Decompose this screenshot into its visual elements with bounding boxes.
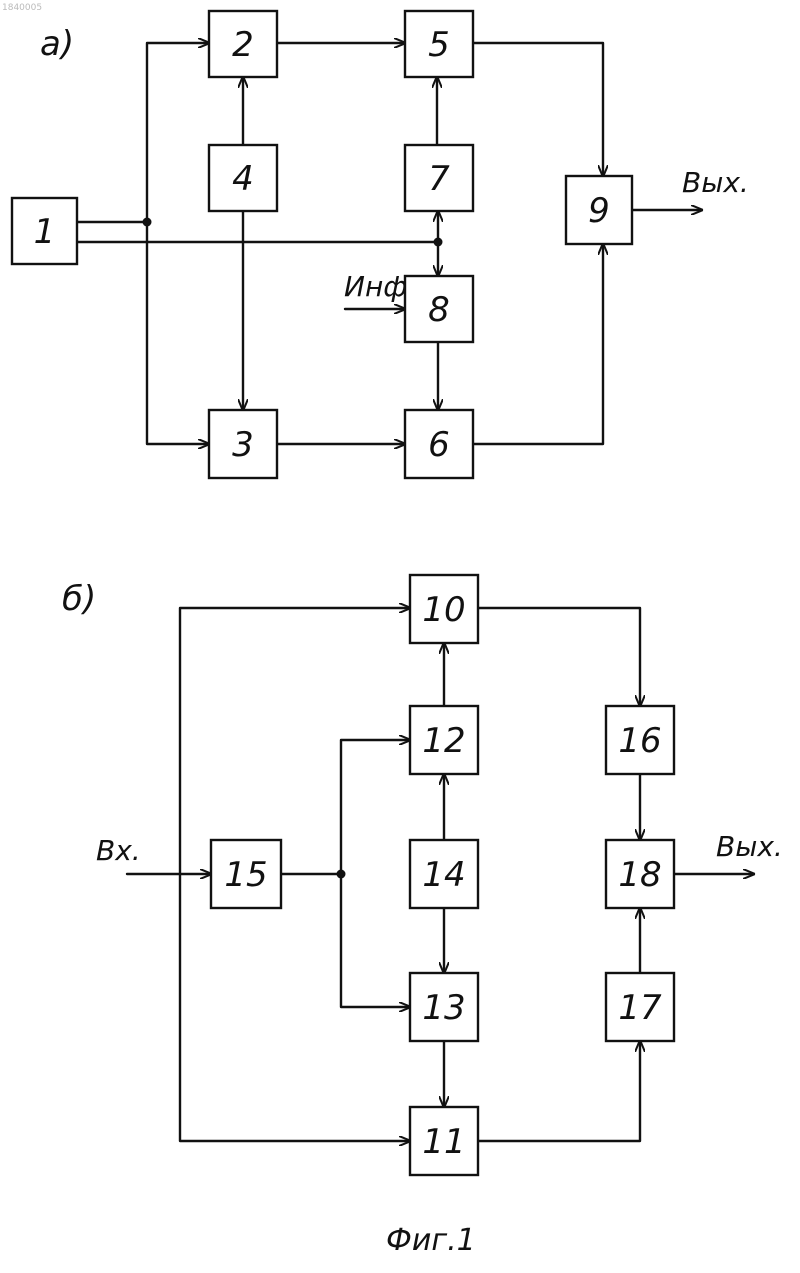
block-label: 5 (428, 25, 450, 65)
diagram-b: б) 10 (62, 575, 783, 1175)
block-label: 9 (588, 191, 610, 231)
block-3: 3 (209, 410, 277, 478)
block-label: 6 (428, 425, 450, 465)
block-label: 2 (232, 25, 254, 65)
block-label: 13 (422, 988, 465, 1028)
block-1: 1 (12, 198, 77, 264)
diagram-b-title: б) (62, 579, 96, 619)
block-12: 12 (410, 706, 478, 774)
block-label: 4 (232, 159, 254, 199)
junction-dot (143, 218, 152, 227)
block-13: 13 (410, 973, 478, 1041)
input-label: Вх. (96, 834, 141, 867)
info-input-label: Инф (344, 270, 407, 303)
corner-mark: 1840005 (2, 3, 42, 13)
block-label: 8 (428, 290, 450, 330)
block-15: 15 (211, 840, 281, 908)
block-label: 12 (422, 721, 465, 761)
block-2: 2 (209, 11, 277, 77)
block-label: 7 (428, 159, 450, 199)
block-7: 7 (405, 145, 473, 211)
block-17: 17 (606, 973, 674, 1041)
output-label: Вых. (716, 830, 783, 863)
wire-11-to-17 (478, 1041, 640, 1141)
wire-5-to-9 (473, 43, 603, 176)
diagram-a-blocks: 1 2 3 4 5 6 7 (12, 11, 632, 478)
wire-to-2 (147, 43, 209, 222)
block-label: 3 (232, 425, 254, 465)
block-label: 18 (618, 855, 661, 895)
block-label: 1 (34, 212, 56, 252)
block-8: 8 (405, 276, 473, 342)
wire-to-3 (147, 222, 209, 444)
block-label: 11 (422, 1122, 465, 1162)
block-11: 11 (410, 1107, 478, 1175)
block-18: 18 (606, 840, 674, 908)
diagram-a-title: а) (40, 24, 74, 64)
diagram-b-blocks: 10 11 12 13 14 15 (211, 575, 674, 1175)
block-6: 6 (405, 410, 473, 478)
figure-caption: Фиг.1 (386, 1223, 476, 1258)
block-14: 14 (410, 840, 478, 908)
wire-6-to-9 (473, 244, 603, 444)
block-label: 16 (618, 721, 661, 761)
block-label: 15 (224, 855, 267, 895)
junction-dot (337, 870, 346, 879)
output-label: Вых. (682, 166, 749, 199)
block-label: 10 (422, 590, 465, 630)
block-label: 14 (422, 855, 465, 895)
junction-dot (434, 238, 443, 247)
wire-to-13 (341, 874, 410, 1007)
diagram-a: а) 1 (12, 11, 749, 478)
block-9: 9 (566, 176, 632, 244)
wire-to-12 (341, 740, 410, 874)
block-label: 17 (618, 988, 662, 1028)
block-5: 5 (405, 11, 473, 77)
block-4: 4 (209, 145, 277, 211)
block-16: 16 (606, 706, 674, 774)
wire-10-to-16 (478, 608, 640, 706)
block-10: 10 (410, 575, 478, 643)
